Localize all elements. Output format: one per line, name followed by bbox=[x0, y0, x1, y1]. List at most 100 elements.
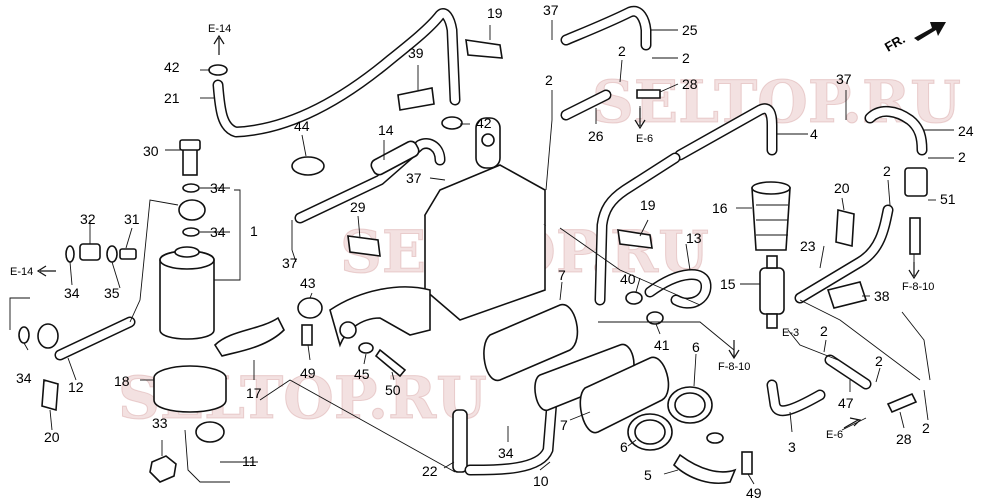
nut-33 bbox=[149, 455, 177, 483]
bolt-49-b bbox=[741, 451, 753, 475]
callout-37-b: 37 bbox=[406, 170, 422, 186]
small-parts bbox=[18, 39, 868, 483]
callout-26: 26 bbox=[588, 128, 604, 144]
bracket-17 bbox=[213, 316, 285, 357]
tee-28-top bbox=[636, 89, 661, 99]
callout-24: 24 bbox=[958, 123, 974, 139]
callout-1: 1 bbox=[250, 223, 258, 239]
pump-sleeve-7-top bbox=[483, 304, 579, 381]
clip-39 bbox=[397, 87, 435, 111]
callout-25: 25 bbox=[682, 22, 698, 38]
callout-7-a: 7 bbox=[558, 267, 566, 283]
hose-22 bbox=[452, 409, 468, 473]
arrow-icon bbox=[914, 22, 946, 41]
strap-5 bbox=[672, 453, 737, 484]
washer-35 bbox=[106, 245, 118, 263]
callout-40: 40 bbox=[620, 271, 636, 287]
clip-38 bbox=[826, 281, 868, 309]
clip-20-a bbox=[835, 208, 855, 248]
watermark-top-right: SELTOP.RU bbox=[592, 68, 961, 136]
callout-2-d: 2 bbox=[883, 163, 891, 179]
ref-e14-top[interactable]: E-14 bbox=[208, 23, 231, 35]
callout-31: 31 bbox=[124, 211, 140, 227]
callout-2-c: 2 bbox=[682, 50, 690, 66]
clip-19-a bbox=[465, 39, 503, 59]
ref-e3[interactable]: E-3 bbox=[782, 327, 799, 339]
callout-numbers: 1 2 2 2 2 2 2 2 2 3 4 5 6 6 7 7 10 11 12… bbox=[16, 2, 974, 501]
front-direction-arrow: FR. bbox=[882, 22, 946, 55]
callout-28-a: 28 bbox=[682, 76, 698, 92]
clamp-41 bbox=[646, 311, 664, 325]
callout-2-h: 2 bbox=[922, 420, 930, 436]
callout-5: 5 bbox=[644, 467, 652, 483]
arrow-right-icon bbox=[843, 417, 862, 429]
ref-f810-right[interactable]: F-8-10 bbox=[902, 281, 934, 293]
callout-16: 16 bbox=[712, 200, 728, 216]
callout-37-a: 37 bbox=[543, 2, 559, 18]
callout-37-d: 37 bbox=[836, 71, 852, 87]
callout-4: 4 bbox=[810, 126, 818, 142]
callout-39: 39 bbox=[408, 45, 424, 61]
ref-e14-left[interactable]: E-14 bbox=[10, 266, 33, 278]
callout-42-a: 42 bbox=[164, 59, 180, 75]
callout-28-b: 28 bbox=[896, 431, 912, 447]
callout-34-d: 34 bbox=[16, 370, 32, 386]
callout-20-a: 20 bbox=[834, 180, 850, 196]
callout-44: 44 bbox=[294, 118, 310, 134]
clip-29 bbox=[347, 235, 381, 257]
callout-32: 32 bbox=[80, 211, 96, 227]
front-direction-label: FR. bbox=[882, 31, 908, 54]
callout-2-f: 2 bbox=[820, 323, 828, 339]
callout-2-b: 2 bbox=[618, 43, 626, 59]
callout-13: 13 bbox=[686, 230, 702, 246]
callout-37-c: 37 bbox=[282, 255, 298, 271]
strainer-16 bbox=[751, 187, 791, 251]
callout-6-b: 6 bbox=[620, 439, 628, 455]
clamp-40 bbox=[625, 291, 643, 305]
callout-14: 14 bbox=[378, 122, 394, 138]
callout-33: 33 bbox=[152, 415, 168, 431]
fuel-pump-group bbox=[483, 304, 737, 484]
hose-14-sleeve bbox=[370, 140, 420, 176]
callout-49-a: 49 bbox=[300, 365, 316, 381]
washer-45 bbox=[358, 342, 374, 354]
ref-e6-bottom[interactable]: E-6 bbox=[826, 429, 843, 441]
filter-15 bbox=[759, 267, 785, 315]
hose-25 bbox=[560, 5, 652, 51]
callout-43: 43 bbox=[300, 275, 316, 291]
ref-f810-center[interactable]: F-8-10 bbox=[718, 361, 750, 373]
callout-17: 17 bbox=[246, 385, 262, 401]
callout-30: 30 bbox=[143, 143, 159, 159]
callout-2-a: 2 bbox=[545, 72, 553, 88]
callout-20-b: 20 bbox=[44, 429, 60, 445]
callout-11: 11 bbox=[242, 453, 257, 469]
callout-2-g: 2 bbox=[875, 353, 883, 369]
ref-e6-top[interactable]: E-6 bbox=[636, 133, 653, 145]
arrow-down-icon-2 bbox=[728, 340, 740, 360]
in-line-filter-group bbox=[636, 89, 928, 414]
callout-19-a: 19 bbox=[487, 5, 503, 21]
callout-41: 41 bbox=[654, 337, 670, 353]
callout-22: 22 bbox=[422, 463, 438, 479]
bolt-50 bbox=[374, 348, 407, 378]
hose-group bbox=[54, 5, 928, 476]
callout-2-e: 2 bbox=[958, 149, 966, 165]
callout-19-b: 19 bbox=[640, 197, 656, 213]
callout-34-b: 34 bbox=[210, 224, 226, 240]
clamp-44 bbox=[291, 156, 325, 176]
clip-20-b bbox=[41, 378, 59, 412]
callout-3: 3 bbox=[788, 439, 796, 455]
fuel-filter-assembly bbox=[129, 139, 285, 413]
clamp-42-a bbox=[208, 64, 228, 76]
arrow-up-icon bbox=[213, 34, 225, 55]
pump-module bbox=[329, 117, 546, 348]
arrow-down-icon-3 bbox=[908, 262, 920, 280]
callout-21: 21 bbox=[164, 90, 180, 106]
callout-29: 29 bbox=[350, 199, 366, 215]
pump-sleeve-7-bottom bbox=[579, 356, 670, 434]
callout-35: 35 bbox=[104, 285, 120, 301]
callout-51: 51 bbox=[940, 191, 956, 207]
callout-50: 50 bbox=[385, 382, 401, 398]
arrow-down-icon bbox=[634, 108, 646, 130]
callout-42-b: 42 bbox=[476, 115, 492, 131]
